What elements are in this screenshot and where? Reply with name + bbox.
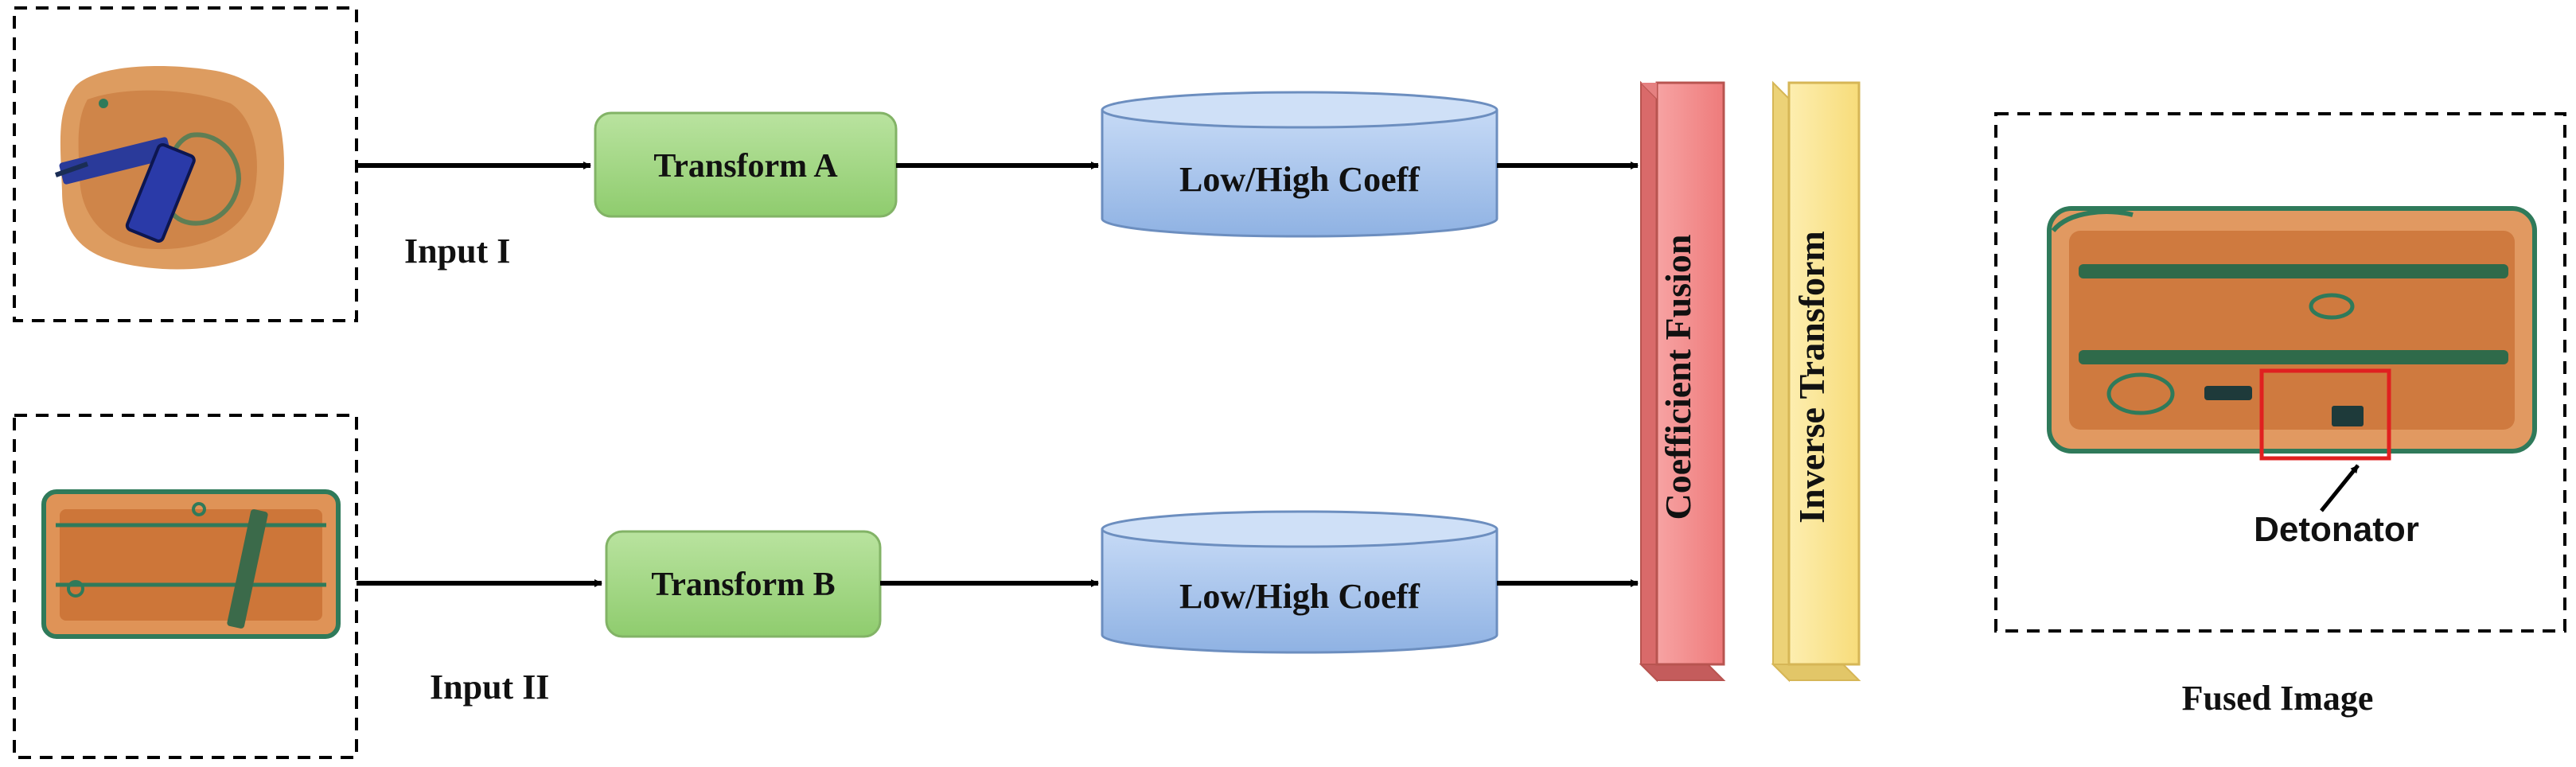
fused-image-caption: Fused Image — [2182, 679, 2374, 718]
transform-a-box: Transform A — [594, 111, 898, 218]
detonator-highlight-box — [2259, 368, 2391, 461]
coeff-bottom-label: Low/High Coeff — [1179, 577, 1421, 616]
flow-arrows — [357, 162, 1639, 587]
detonator-annotation: Detonator — [2254, 510, 2419, 549]
fused-xray-image — [2047, 206, 2537, 454]
coeff-top-label: Low/High Coeff — [1179, 160, 1421, 199]
transform-b-box: Transform B — [605, 530, 882, 638]
inverse-transform-label: Inverse Transform — [1791, 231, 1832, 524]
coefficient-fusion-block: Coefficient Fusion — [1639, 80, 1726, 683]
coeff-bottom-cylinder: Low/High Coeff — [1101, 510, 1498, 654]
transform-a-label: Transform A — [653, 148, 838, 185]
coeff-top-cylinder: Low/High Coeff — [1101, 91, 1498, 238]
inverse-transform-block: Inverse Transform — [1771, 80, 1861, 683]
detonator-arrow — [2320, 464, 2360, 512]
fused-image-frame — [1994, 112, 2566, 633]
coefficient-fusion-label: Coefficient Fusion — [1658, 234, 1698, 520]
input-2-xray-image — [41, 489, 341, 639]
input-1-caption: Input I — [404, 232, 510, 271]
input-2-caption: Input II — [430, 668, 549, 707]
transform-b-label: Transform B — [651, 566, 835, 603]
input-1-xray-image — [55, 65, 284, 270]
